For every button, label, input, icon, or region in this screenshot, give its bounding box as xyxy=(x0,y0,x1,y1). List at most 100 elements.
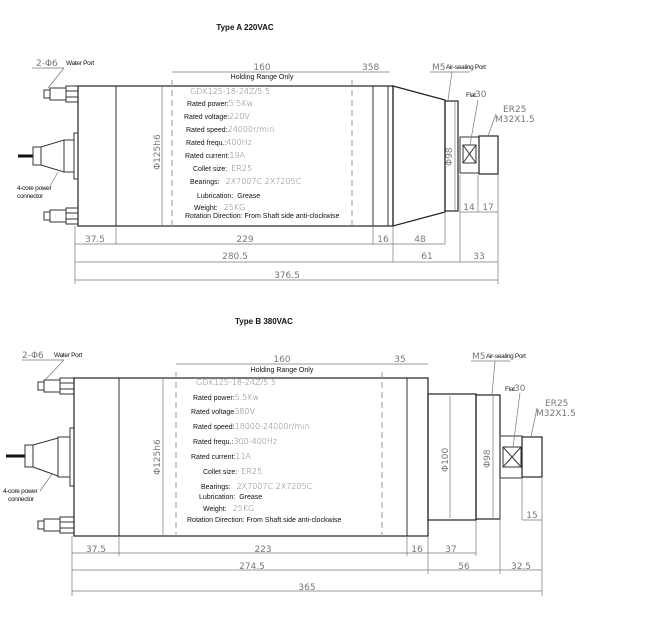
spec-label: Weight: xyxy=(203,506,227,513)
power-connector-label-2: connector xyxy=(17,193,44,200)
spindle-taper-a xyxy=(392,85,446,227)
spec-label: Rated current: xyxy=(185,153,229,160)
spec-value: 400Hz xyxy=(226,138,251,147)
spec-label: Rated frequ.: xyxy=(186,140,227,147)
spec-label: Rated frequ.: xyxy=(193,439,234,446)
spec-value: 25KG xyxy=(224,203,246,212)
air-port-label: Air-sealing Port xyxy=(446,64,486,71)
water-port-label-b: Water Port xyxy=(54,352,82,359)
flat-label: Flat xyxy=(466,92,476,99)
drawing-type-a: Type A 220VAC 2-Φ6 Water Port 4- xyxy=(17,23,535,284)
svg-text:Rated frequ.:300-400Hz: Rated frequ.:300-400Hz xyxy=(193,437,277,446)
power-connector-b xyxy=(6,427,75,492)
dim-a-229: 229 xyxy=(236,235,253,245)
water-fitting-top-b xyxy=(37,377,75,395)
dim-a-14: 14 xyxy=(463,203,475,213)
dim-b-274-5: 274.5 xyxy=(239,562,265,572)
svg-text:Lubrication:Grease: Lubrication: Grease xyxy=(197,193,260,200)
diameter-mid-b: Φ100 xyxy=(441,447,451,472)
diameter-nose-b: Φ98 xyxy=(483,449,493,468)
spec-list-a: Rated power:5.5Kw Rated voltage:220V Rat… xyxy=(184,99,302,212)
svg-text:Rated current:19A: Rated current:19A xyxy=(185,151,246,160)
spec-value: ER25 xyxy=(231,164,252,173)
spec-value: Grease xyxy=(237,193,260,200)
spec-label: Lubrication: xyxy=(197,193,233,200)
water-port-code: 2-Φ6 xyxy=(36,59,58,69)
dim-top-right: 358 xyxy=(362,63,379,73)
spec-value: 11A xyxy=(235,452,251,461)
rotation-direction-b: Rotation Direction: From Shaft side anti… xyxy=(187,517,342,524)
diameter-nose-a: Φ98 xyxy=(445,147,455,166)
dim-b-16: 16 xyxy=(411,545,423,555)
spec-label: Collet size: xyxy=(193,166,227,173)
water-fitting-bottom xyxy=(43,207,79,225)
air-port-code-b: M5 xyxy=(472,352,486,362)
dim-a-37-5: 37.5 xyxy=(85,235,105,245)
collet-thread-b2: M32X1.5 xyxy=(536,409,576,419)
spec-label: Rated power: xyxy=(187,101,229,108)
spec-label: Lubrication: xyxy=(199,494,235,501)
svg-text:Lubrication:Grease: Lubrication:Grease xyxy=(199,494,262,501)
model-number-b: GDK125-18-24Z/5.5 xyxy=(196,378,276,387)
spec-label: Collet size: xyxy=(203,469,237,476)
power-connector-label-b1: 4-core power xyxy=(3,488,38,495)
rotation-direction-a: Rotation Direction: From Shaft side anti… xyxy=(185,213,340,220)
dim-b-365: 365 xyxy=(298,583,315,593)
dim-a-48: 48 xyxy=(414,235,426,245)
spec-value: 220V xyxy=(229,112,250,121)
svg-text:Weight:25KG: Weight:25KG xyxy=(203,504,254,513)
spec-value: 5.5Kw xyxy=(235,393,260,402)
water-fitting-bottom-b xyxy=(37,516,75,534)
flat-marker-b xyxy=(502,446,522,468)
svg-text:Rated power:5.5Kw: Rated power:5.5Kw xyxy=(187,99,253,108)
holding-range-value-b: 160 xyxy=(273,355,290,365)
holding-range-label-b: Holding Range Only xyxy=(251,367,314,374)
collet-nut-a xyxy=(478,135,499,175)
flat-value-b: 30 xyxy=(514,384,526,394)
drawing-type-b: Type B 380VAC 2-Φ6 Water Port 4-core pow… xyxy=(3,317,576,596)
air-port-label-b: Air-sealing Port xyxy=(486,353,526,360)
dim-a-17: 17 xyxy=(482,203,493,213)
spec-label: Rated speed: xyxy=(193,424,235,431)
dim-a-280-5: 280.5 xyxy=(222,252,248,262)
spindle-front-b xyxy=(427,393,477,521)
flat-label-b: Flat xyxy=(505,386,515,393)
collet-nut-b xyxy=(521,436,543,478)
spec-value: 380V xyxy=(234,407,255,416)
spec-label: Rated power: xyxy=(193,395,235,402)
spec-value: 300-400Hz xyxy=(233,437,277,446)
svg-text:Rated speed:18000-24000r/min: Rated speed:18000-24000r/min xyxy=(193,422,310,431)
spec-value: 2X7007C 2X7205C xyxy=(237,482,313,491)
svg-text:Weight:25KG: Weight:25KG xyxy=(194,203,245,212)
spec-value: ER25 xyxy=(241,467,262,476)
water-port-label: Water Port xyxy=(66,60,94,67)
dim-b-37-5: 37.5 xyxy=(86,545,106,555)
spec-value: 19A xyxy=(229,151,245,160)
power-connector-label-1: 4-core power xyxy=(17,185,52,192)
dim-b-223: 223 xyxy=(254,545,271,555)
holding-range-value: 160 xyxy=(253,63,270,73)
dim-b-37: 37 xyxy=(445,545,456,555)
spec-label: Rated current: xyxy=(191,454,235,461)
model-number: GDK125-18-24Z/5.5 xyxy=(190,87,270,96)
dim-a-16: 16 xyxy=(377,235,389,245)
dim-b-32-5: 32.5 xyxy=(511,562,531,572)
flat-marker xyxy=(462,144,477,164)
svg-text:Rated speed:24000r/min: Rated speed:24000r/min xyxy=(186,125,274,134)
spec-label: Bearings: xyxy=(190,179,220,186)
dim-a-376-5: 376.5 xyxy=(274,271,300,281)
water-port-code-b: 2-Φ6 xyxy=(22,351,44,361)
svg-text:Bearings:2X7007C 2X7205C: Bearings:2X7007C 2X7205C xyxy=(190,177,302,186)
holding-range-label: Holding Range Only xyxy=(231,74,294,81)
svg-text:Rated current:11A: Rated current:11A xyxy=(191,452,252,461)
svg-text:Rated voltage:220V: Rated voltage:220V xyxy=(184,112,250,121)
spec-label: Rated voltage xyxy=(191,409,234,416)
collet-thread-2: M32X1.5 xyxy=(495,115,535,125)
water-fitting-top xyxy=(43,85,79,103)
collet-thread-b1: ER25 xyxy=(545,399,568,409)
drawing-b-title: Type B 380VAC xyxy=(235,317,293,326)
dim-a-61: 61 xyxy=(421,252,432,262)
diameter-body-b: Φ125h6 xyxy=(153,439,163,475)
svg-text:Rated power:5.5Kw: Rated power:5.5Kw xyxy=(193,393,259,402)
